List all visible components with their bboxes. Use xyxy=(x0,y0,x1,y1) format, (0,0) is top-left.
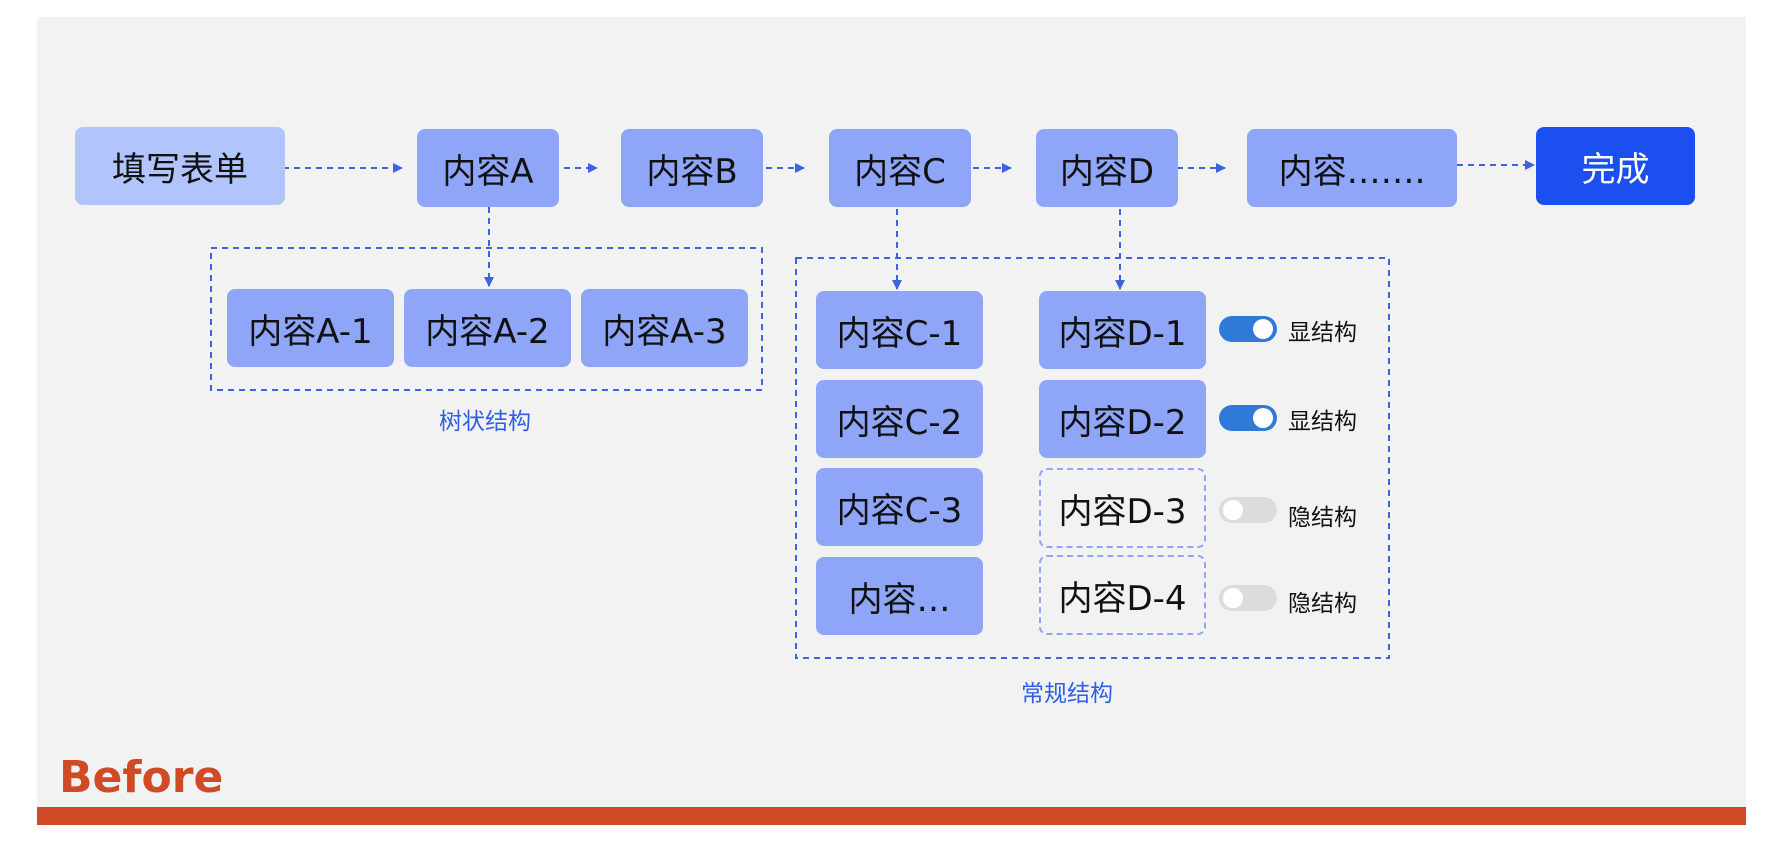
tree-item: 内容A-2 xyxy=(404,289,571,367)
d-item-hidden: 内容D-3 xyxy=(1039,468,1206,548)
content-more-node: 内容……. xyxy=(1247,129,1457,207)
toggle-label: 显结构 xyxy=(1288,409,1357,435)
toggle-knob xyxy=(1253,319,1273,339)
structure-toggle[interactable] xyxy=(1219,316,1277,342)
connector-layer xyxy=(210,160,1535,659)
toggle-label: 隐结构 xyxy=(1288,591,1357,617)
content-b-node: 内容B xyxy=(621,129,763,207)
d-item: 内容D-1 xyxy=(1039,291,1206,369)
bottom-accent-bar xyxy=(37,807,1746,825)
diagram-canvas: 填写表单 内容A 内容B 内容C 内容D 内容……. 完成 内容A-1 内容A-… xyxy=(37,17,1746,825)
c-item: 内容C-3 xyxy=(816,468,983,546)
before-label: Before xyxy=(59,752,224,803)
c-item: 内容C-2 xyxy=(816,380,983,458)
structure-toggle[interactable] xyxy=(1219,585,1277,611)
toggle-label: 隐结构 xyxy=(1288,505,1357,531)
toggle-knob xyxy=(1223,500,1243,520)
content-c-node: 内容C xyxy=(829,129,971,207)
tree-group-label: 树状结构 xyxy=(439,409,531,435)
content-d-node: 内容D xyxy=(1036,129,1178,207)
tree-group-outline xyxy=(210,247,763,391)
c-item: 内容… xyxy=(816,557,983,635)
toggle-knob xyxy=(1223,588,1243,608)
regular-group-outline xyxy=(795,257,1390,659)
toggle-knob xyxy=(1253,408,1273,428)
toggle-label: 显结构 xyxy=(1288,320,1357,346)
regular-group-label: 常规结构 xyxy=(1021,681,1113,707)
structure-toggle[interactable] xyxy=(1219,497,1277,523)
done-node: 完成 xyxy=(1536,127,1695,205)
structure-toggle[interactable] xyxy=(1219,405,1277,431)
content-a-node: 内容A xyxy=(417,129,559,207)
tree-item: 内容A-3 xyxy=(581,289,748,367)
c-item: 内容C-1 xyxy=(816,291,983,369)
d-item: 内容D-2 xyxy=(1039,380,1206,458)
d-item-hidden: 内容D-4 xyxy=(1039,555,1206,635)
start-node: 填写表单 xyxy=(75,127,285,205)
tree-item: 内容A-1 xyxy=(227,289,394,367)
